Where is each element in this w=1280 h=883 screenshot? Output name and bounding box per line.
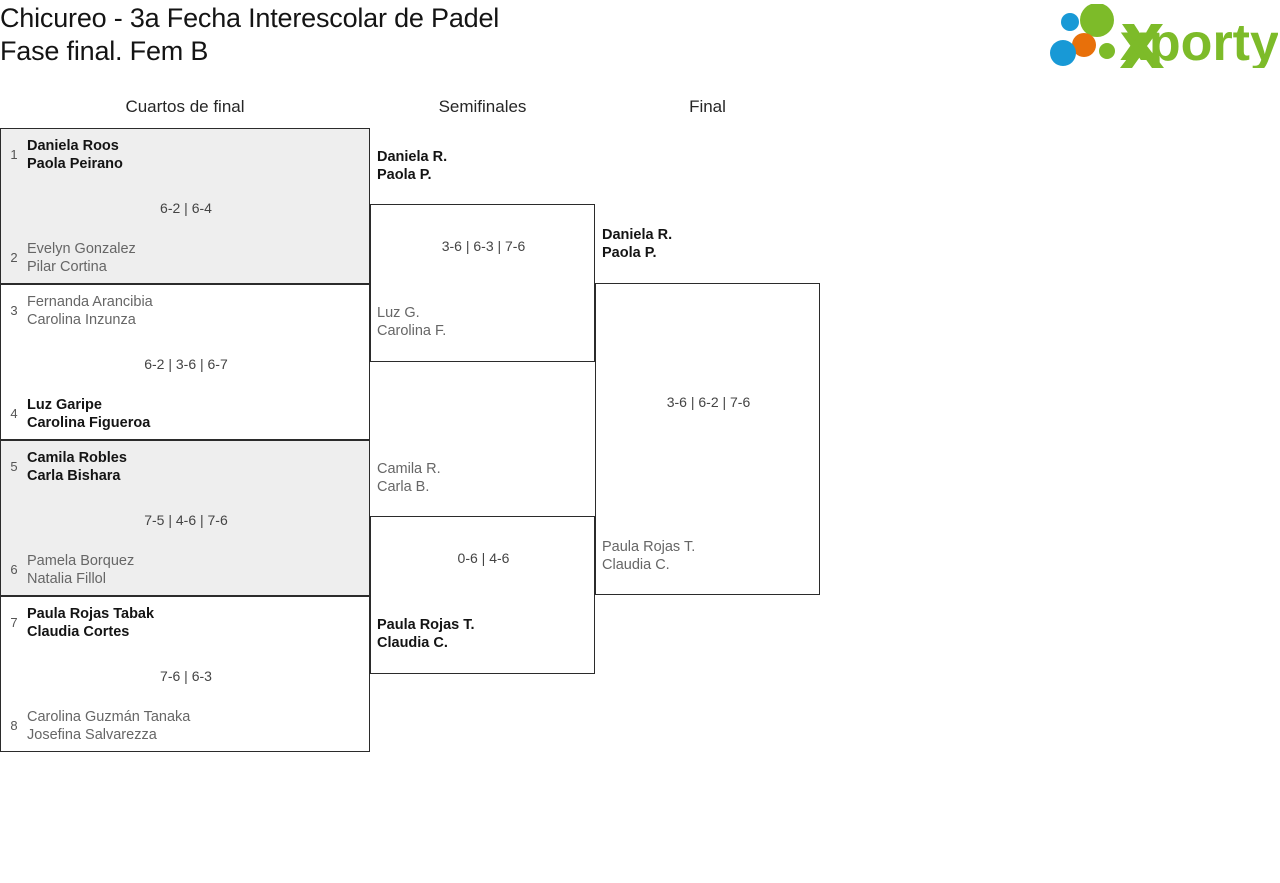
player-name: Camila R.: [377, 461, 441, 477]
match-box-qf-1[interactable]: 1 Daniela Roos Paola Peirano 6-2 | 6-4 2…: [0, 128, 370, 284]
player-name: Paula Rojas T.: [377, 617, 475, 633]
round-header-final: Final: [689, 97, 726, 116]
player-name: Paula Rojas Tabak: [27, 606, 155, 622]
player-name: Luz Garipe: [27, 397, 102, 413]
team-qf4-top: Paula Rojas Tabak Claudia Cortes: [27, 605, 363, 641]
team-qf1-bottom: Evelyn Gonzalez Pilar Cortina: [27, 240, 363, 276]
player-name: Daniela R.: [377, 149, 448, 165]
team-sf2-bottom: Paula Rojas T. Claudia C.: [377, 616, 592, 652]
player-name: Fernanda Arancibia: [27, 294, 153, 310]
player-name: Carolina Figueroa: [27, 415, 151, 431]
score-qf-3: 7-5 | 4-6 | 7-6: [144, 512, 228, 528]
logo-wordmark: xporty: [1120, 14, 1278, 68]
round-header-quarterfinals: Cuartos de final: [125, 97, 245, 116]
round-header-semifinals: Semifinales: [438, 97, 527, 116]
player-name: Daniela R.: [602, 227, 673, 243]
team-sf1-top: Daniela R. Paola P.: [377, 148, 592, 184]
player-name: Carolina Guzmán Tanaka: [27, 709, 191, 725]
player-name: Paola P.: [602, 245, 657, 261]
player-name: Carolina F.: [377, 323, 447, 339]
team-final-top: Daniela R. Paola P.: [602, 226, 817, 262]
connector-final-left: [595, 284, 596, 595]
match-box-final[interactable]: 3-6 | 6-2 | 7-6: [595, 283, 820, 595]
match-box-sf-2[interactable]: 0-6 | 4-6: [370, 516, 595, 674]
team-qf2-top: Fernanda Arancibia Carolina Inzunza: [27, 293, 363, 329]
player-name: Claudia Cortes: [27, 624, 130, 640]
player-name: Evelyn Gonzalez: [27, 241, 136, 257]
score-qf-1: 6-2 | 6-4: [160, 200, 212, 216]
connector-final-right: [819, 284, 820, 595]
team-qf2-bottom: Luz Garipe Carolina Figueroa: [27, 396, 363, 432]
seed-number: 6: [10, 562, 18, 577]
connector-sf2-left: [370, 517, 371, 674]
player-name: Pilar Cortina: [27, 259, 107, 275]
player-name: Paola Peirano: [27, 156, 123, 172]
seed-number: 1: [10, 147, 18, 162]
team-sf1-bottom: Luz G. Carolina F.: [377, 304, 592, 340]
match-box-qf-4[interactable]: 7 Paula Rojas Tabak Claudia Cortes 7-6 |…: [0, 596, 370, 752]
team-qf3-bottom: Pamela Borquez Natalia Fillol: [27, 552, 363, 588]
score-qf-4: 7-6 | 6-3: [160, 668, 212, 684]
page-title: Chicureo - 3a Fecha Interescolar de Pade…: [0, 2, 499, 68]
connector-sf1-left: [370, 205, 371, 362]
player-name: Luz G.: [377, 305, 420, 321]
player-name: Paula Rojas T.: [602, 539, 696, 555]
player-name: Paola P.: [377, 167, 432, 183]
page-title-line1: Chicureo - 3a Fecha Interescolar de Pade…: [0, 3, 500, 33]
seed-number: 5: [10, 459, 18, 474]
score-qf-2: 6-2 | 3-6 | 6-7: [144, 356, 228, 372]
match-box-qf-3[interactable]: 5 Camila Robles Carla Bishara 7-5 | 4-6 …: [0, 440, 370, 596]
logo-dots: [1050, 4, 1115, 66]
player-name: Carolina Inzunza: [27, 312, 136, 328]
match-box-qf-2[interactable]: 3 Fernanda Arancibia Carolina Inzunza 6-…: [0, 284, 370, 440]
page-title-line2: Fase final. Fem B: [0, 36, 209, 66]
player-name: Camila Robles: [27, 450, 127, 466]
player-name: Carla Bishara: [27, 468, 121, 484]
seed-number: 8: [10, 718, 18, 733]
score-sf-1: 3-6 | 6-3 | 7-6: [441, 238, 526, 254]
match-box-sf-1[interactable]: 3-6 | 6-3 | 7-6: [370, 204, 595, 362]
player-name: Claudia C.: [602, 557, 670, 573]
player-name: Daniela Roos: [27, 138, 119, 154]
team-sf2-top: Camila R. Carla B.: [377, 460, 592, 496]
team-qf3-top: Camila Robles Carla Bishara: [27, 449, 363, 485]
team-final-bottom: Paula Rojas T. Claudia C.: [602, 538, 817, 574]
score-final: 3-6 | 6-2 | 7-6: [666, 394, 751, 410]
seed-number: 2: [10, 250, 18, 265]
team-qf4-bottom: Carolina Guzmán Tanaka Josefina Salvarez…: [27, 708, 363, 744]
player-name: Carla B.: [377, 479, 430, 495]
seed-number: 7: [10, 615, 18, 630]
player-name: Josefina Salvarezza: [27, 727, 157, 743]
xporty-logo[interactable]: xporty: [1046, 4, 1278, 68]
team-qf1-top: Daniela Roos Paola Peirano: [27, 137, 363, 173]
player-name: Pamela Borquez: [27, 553, 135, 569]
logo-chevron: [1120, 24, 1164, 68]
player-name: Natalia Fillol: [27, 571, 106, 587]
seed-number: 3: [10, 303, 18, 318]
player-name: Claudia C.: [377, 635, 448, 651]
seed-number: 4: [10, 406, 18, 421]
score-sf-2: 0-6 | 4-6: [457, 550, 510, 566]
